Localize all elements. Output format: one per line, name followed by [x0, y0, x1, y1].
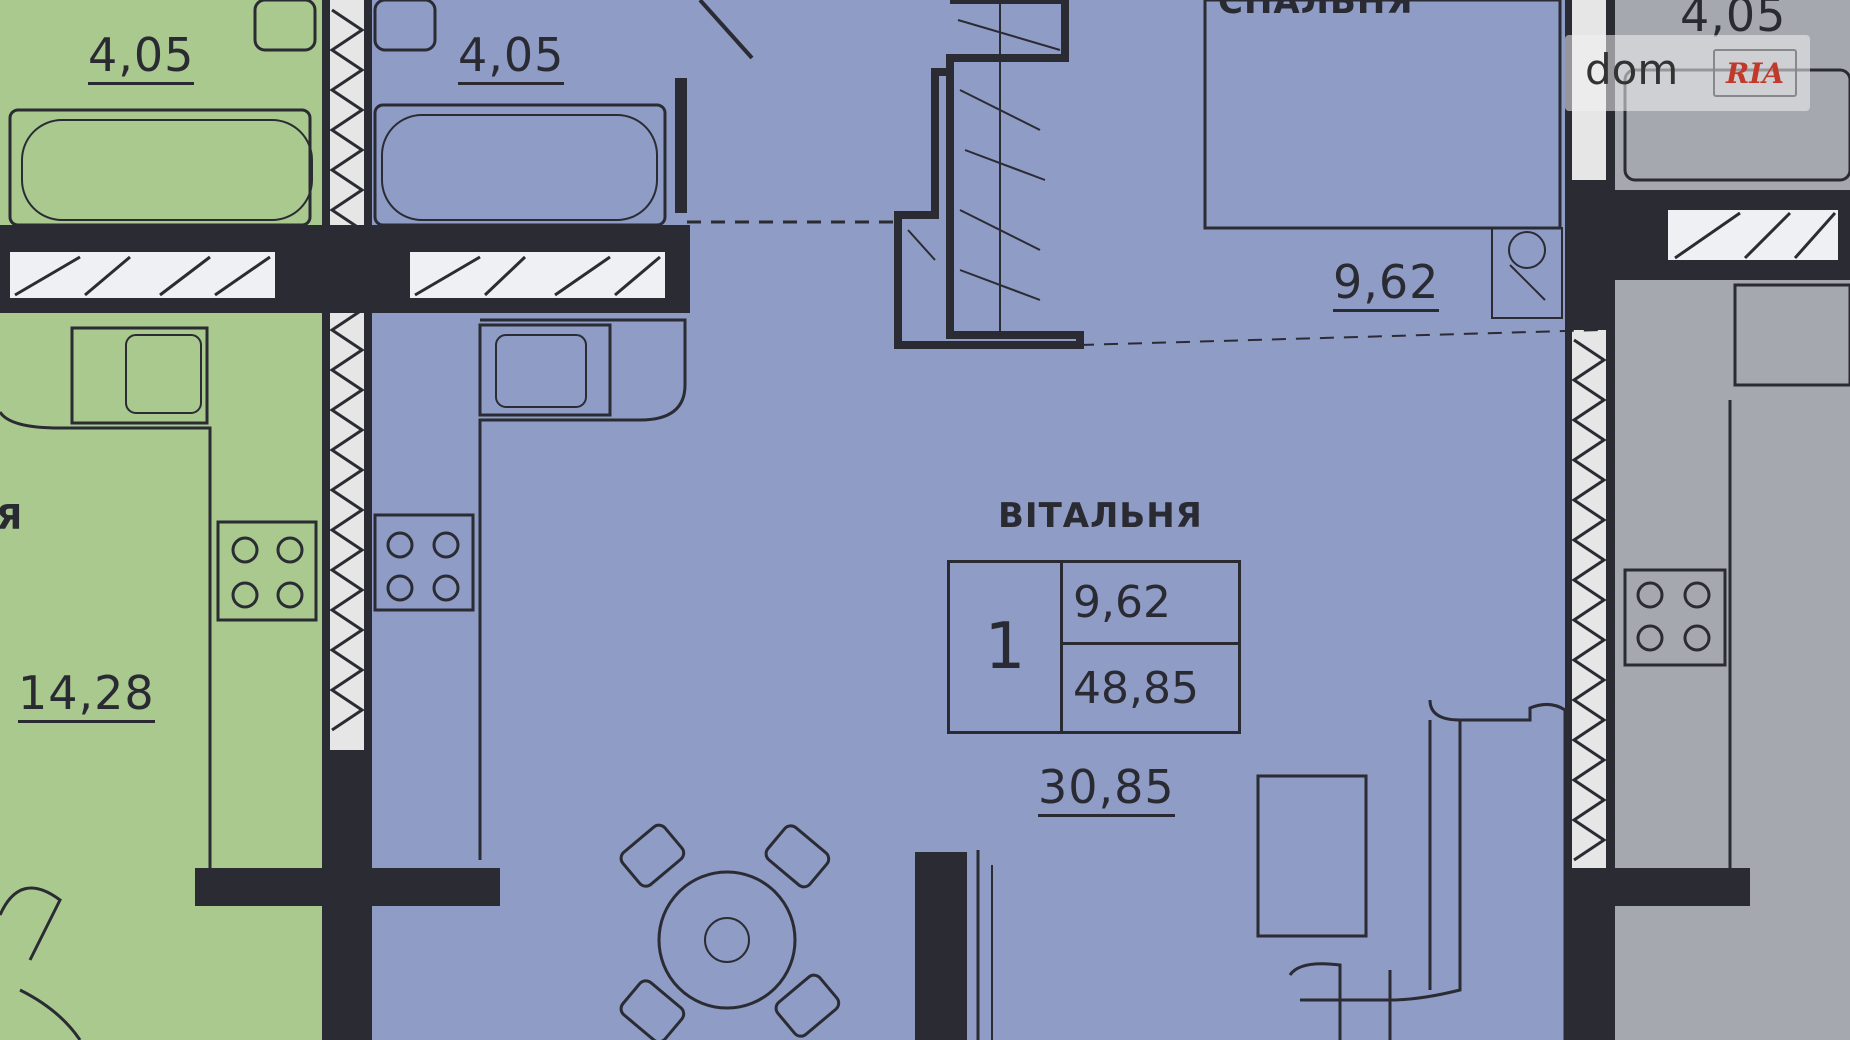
- stove-center: [373, 513, 475, 612]
- area-bathroom-left: 4,05: [88, 28, 195, 85]
- area-bedroom: 9,62: [1333, 255, 1440, 312]
- stove-burner-icon: [276, 536, 304, 564]
- stove-burner-icon: [231, 536, 259, 564]
- wall-lower-center: [915, 852, 967, 1040]
- room-name-left-fragment: Я: [0, 498, 24, 538]
- room-name-bedroom: СПАЛЬНЯ: [1218, 0, 1414, 22]
- bed: [1203, 0, 1562, 230]
- stove-burner-icon: [386, 531, 414, 559]
- armchair-left: [0, 886, 82, 1040]
- watermark-ria-logo: RIA: [1713, 49, 1797, 97]
- coffee-table: [1256, 774, 1368, 938]
- kitchen-sink-basin-center: [495, 334, 587, 408]
- bathtub-left: [8, 108, 312, 227]
- vent-left: [10, 252, 275, 298]
- bathtub-center: [373, 103, 667, 227]
- wall-lower-left: [195, 868, 500, 906]
- kitchen-sink-basin-left: [125, 334, 202, 414]
- kitchen-counter-left: [0, 411, 212, 870]
- dining-table-center: [704, 917, 750, 963]
- wall-left-insulation: [330, 0, 364, 750]
- sofa: [1300, 720, 1462, 1002]
- vent-right-hatch: [1674, 211, 1837, 260]
- wall-right-insulation: [1572, 330, 1606, 870]
- kitchen-sink-center: [478, 323, 612, 417]
- dining-chair: [774, 973, 841, 1038]
- right-apartment-area: [1600, 0, 1850, 1040]
- partition-wall: [675, 78, 687, 213]
- sink-top-center: [373, 0, 437, 52]
- stove-burner-icon: [1683, 624, 1711, 652]
- total-area-value: 48,85: [1073, 662, 1199, 714]
- living-area-value: 9,62: [1063, 563, 1238, 645]
- wall-right-hatch: [1571, 338, 1607, 862]
- door-leaf-top: [698, 0, 754, 60]
- left-apartment-area: [0, 0, 330, 1040]
- sink-top-left: [253, 0, 317, 52]
- plant-stem: [1509, 264, 1546, 301]
- area-living: 30,85: [1038, 760, 1175, 817]
- vent-hatch: [14, 255, 661, 297]
- room-name-living: ВІТАЛЬНЯ: [998, 496, 1203, 536]
- plant-icon: [1508, 231, 1546, 269]
- vent-right: [1668, 210, 1838, 260]
- sofa-cushions: [1288, 962, 1392, 1040]
- sofa-back: [1428, 699, 1567, 1040]
- wall-left-hatch: [329, 8, 365, 732]
- dining-chair: [619, 823, 686, 888]
- zone-line-bedroom: [1079, 329, 1601, 346]
- plant-pot: [1491, 227, 1563, 319]
- bathtub-center-inner: [381, 114, 658, 221]
- stove-burner-icon: [276, 581, 304, 609]
- stove-burner-icon: [432, 574, 460, 602]
- kitchen-sink-left: [70, 326, 209, 425]
- wardrobe-wall: [894, 0, 1084, 349]
- stove-burner-icon: [1636, 581, 1664, 609]
- dom-ria-watermark: dom RIA: [1565, 35, 1810, 111]
- stove-burner-icon: [1683, 581, 1711, 609]
- stove-burner-icon: [386, 574, 414, 602]
- dining-table: [657, 870, 797, 1010]
- dining-chair: [764, 824, 831, 889]
- stove-left: [216, 520, 318, 622]
- stove-burner-icon: [432, 531, 460, 559]
- watermark-dom-text: dom: [1585, 45, 1679, 94]
- dining-chair: [619, 979, 686, 1040]
- rooms-count: 1: [950, 563, 1063, 731]
- kitchen-counter-center: [478, 318, 687, 860]
- stove-burner-icon: [231, 581, 259, 609]
- apartment-summary-box: 1 9,62 48,85: [947, 560, 1241, 734]
- stove-right: [1623, 568, 1727, 667]
- kitchen-sink-right: [1733, 283, 1850, 387]
- stove-burner-icon: [1636, 624, 1664, 652]
- area-left-room: 14,28: [18, 666, 155, 723]
- bathtub-left-inner: [21, 119, 313, 221]
- area-bathroom-center: 4,05: [458, 28, 565, 85]
- wall-lower-right: [1565, 868, 1750, 906]
